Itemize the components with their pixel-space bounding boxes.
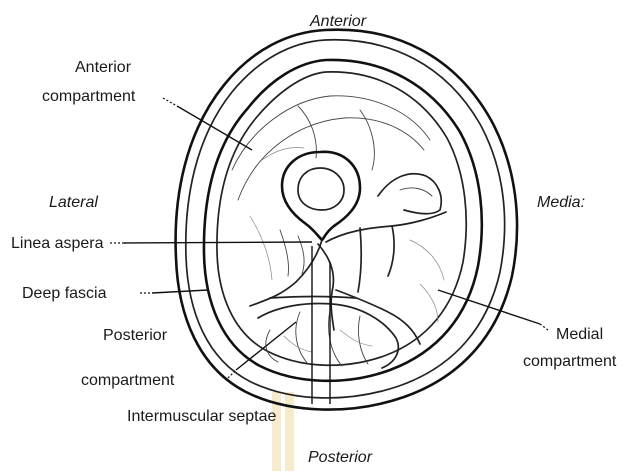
label-posterior-compartment-line1: Posterior (103, 327, 168, 344)
label-posterior-compartment-line2: compartment (81, 372, 175, 389)
structure-labels: Anterior compartment Linea aspera Deep f… (11, 59, 617, 425)
leader-posterior-compartment-dash (228, 370, 236, 378)
label-anterior-compartment-line1: Anterior (75, 59, 132, 76)
direction-posterior: Posterior (308, 449, 373, 466)
label-deep-fascia: Deep fascia (22, 285, 107, 302)
anterior-muscles (232, 96, 441, 280)
leader-anterior-compartment (177, 106, 252, 150)
label-intermuscular-septae: Intermuscular septae (127, 408, 277, 425)
direction-medial: Media: (537, 194, 585, 211)
femur (282, 152, 360, 240)
label-medial-compartment-line2: compartment (523, 353, 617, 370)
leader-linea-aspera (124, 242, 312, 243)
direction-lateral: Lateral (49, 194, 98, 211)
leader-medial-compartment (438, 290, 540, 324)
label-medial-compartment-line1: Medial (556, 326, 603, 343)
septae (250, 212, 446, 344)
leader-anterior-compartment-dash (163, 98, 177, 106)
leader-medial-compartment-dash (540, 324, 548, 330)
leader-posterior-compartment (236, 322, 296, 370)
label-anterior-compartment-line2: compartment (42, 88, 136, 105)
label-linea-aspera: Linea aspera (11, 235, 104, 252)
direction-anterior: Anterior (309, 13, 367, 30)
